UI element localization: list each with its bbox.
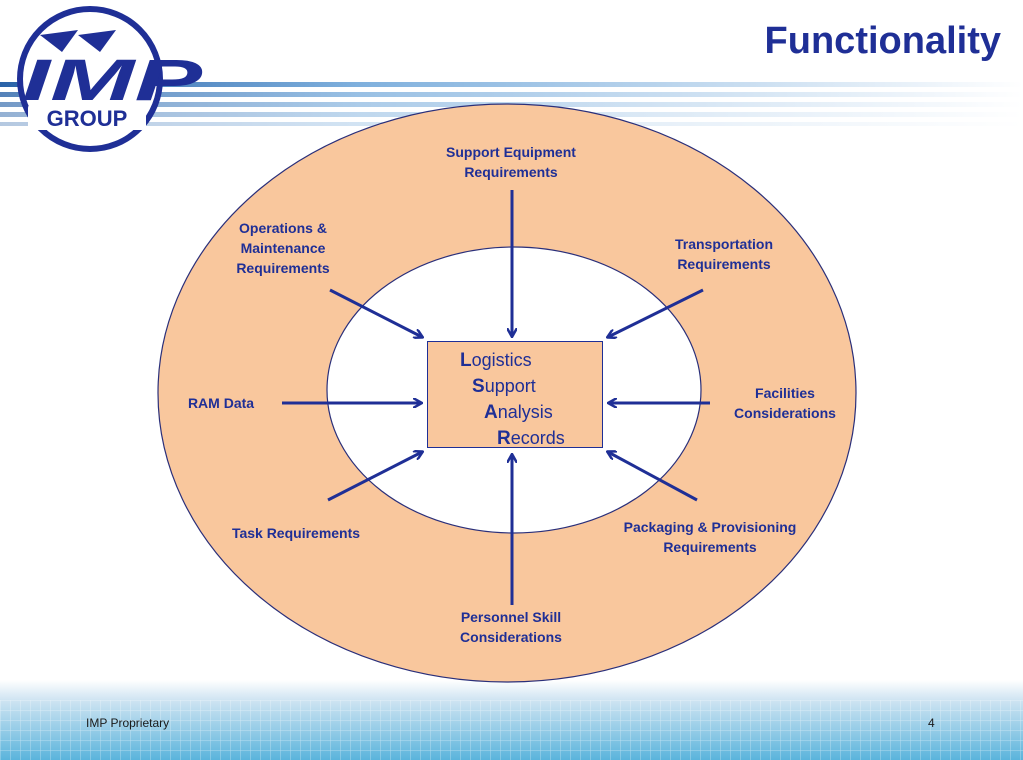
lsar-line-records: Records [497, 428, 565, 449]
label-ram-data: RAM Data [187, 395, 255, 411]
lsar-box [427, 341, 603, 448]
arrows [282, 190, 710, 605]
lsar-line-logistics: Logistics [460, 350, 532, 371]
logo-group-text: GROUP [47, 106, 128, 131]
arrow-task [327, 452, 422, 502]
footer-band [0, 680, 1023, 760]
arrow-transportation [608, 288, 704, 337]
arrow-operations-maintenance [329, 288, 422, 337]
arrow-packaging-provisioning [608, 452, 698, 502]
lsar-line-support: Support [472, 376, 536, 397]
label-task-requirements: Task Requirements [231, 525, 361, 541]
logo-wordmark: IMP [22, 48, 203, 113]
slide-title: Functionality [764, 20, 1001, 62]
page-number: 4 [928, 716, 935, 730]
footer-proprietary: IMP Proprietary [86, 716, 170, 730]
lsar-line-analysis: Analysis [484, 402, 553, 423]
imp-group-logo: IMP GROUP [17, 6, 203, 152]
